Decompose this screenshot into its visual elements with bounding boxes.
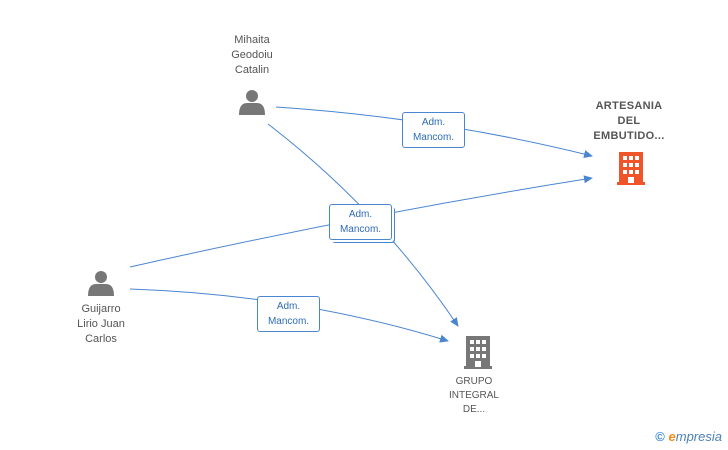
brand-initial: e (668, 429, 676, 444)
edge-label-guijarro-grupo[interactable]: Adm. Mancom. (257, 296, 320, 332)
edge-label-shared[interactable]: Adm. Mancom. (329, 204, 392, 240)
building-icon[interactable] (464, 336, 492, 369)
building-icon[interactable] (617, 152, 645, 185)
person-icon[interactable] (239, 90, 265, 115)
brand-watermark: © empresia (655, 429, 722, 444)
node-label-mihaita[interactable]: Mihaita Geodoiu Catalin (231, 34, 273, 76)
node-label-grupo[interactable]: GRUPO INTEGRAL DE... (448, 376, 499, 415)
copyright-symbol: © (655, 429, 665, 444)
edge-label-mihaita-artesania[interactable]: Adm. Mancom. (402, 112, 465, 148)
brand-name: mpresia (675, 429, 722, 444)
node-label-guijarro[interactable]: Guijarro Lirio Juan Carlos (77, 303, 125, 345)
node-label-artesania[interactable]: ARTESANIA DEL EMBUTIDO... (593, 100, 665, 142)
person-icon[interactable] (88, 271, 114, 296)
